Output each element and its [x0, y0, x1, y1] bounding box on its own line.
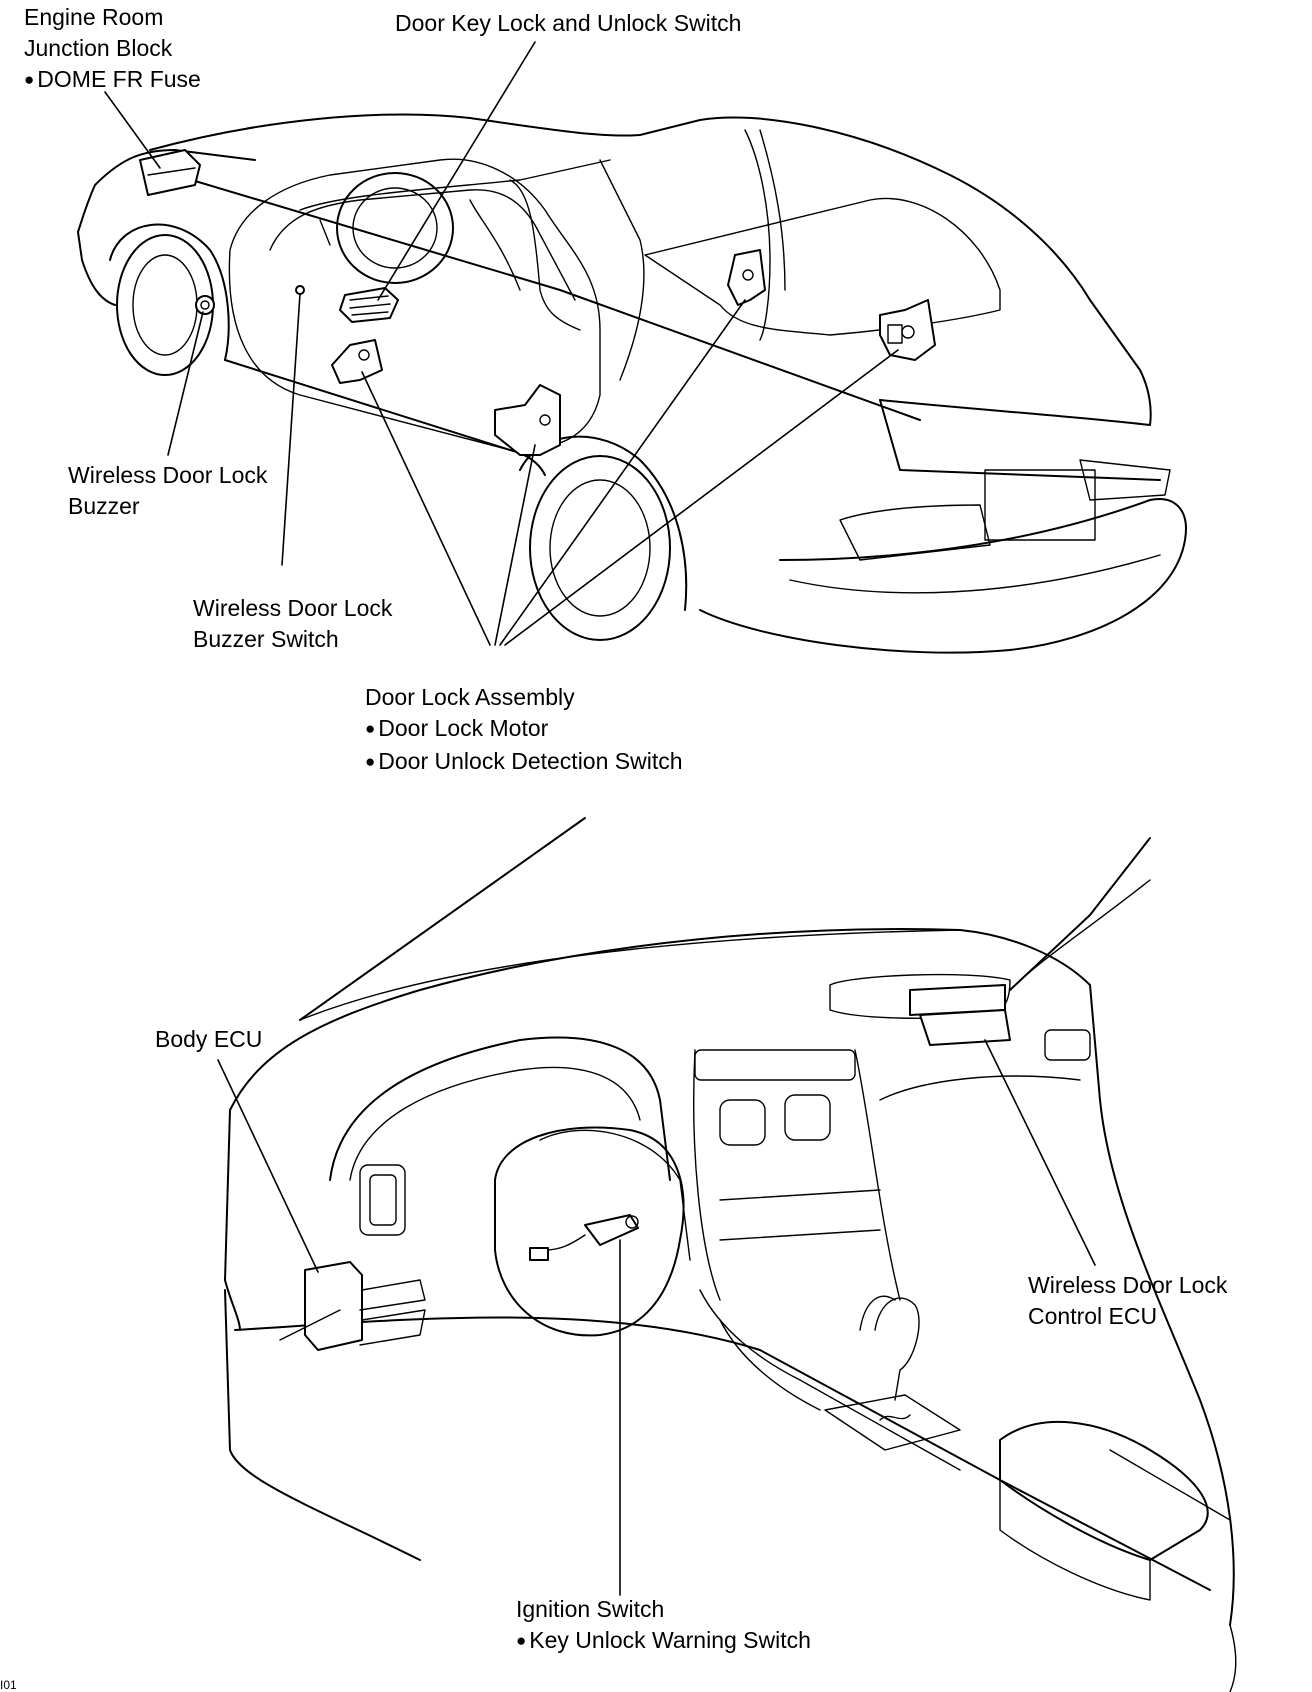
control-ecu-line2: Control ECU	[1028, 1303, 1158, 1329]
top-leader-lines	[104, 41, 899, 646]
door-lock-assembly-label: Door Lock Assembly Door Lock Motor Door …	[365, 682, 683, 779]
ignition-switch-title: Ignition Switch	[516, 1596, 665, 1622]
door-lock-motor-bullet: Door Lock Motor	[365, 713, 683, 746]
key-unlock-warning-switch-bullet: Key Unlock Warning Switch	[516, 1625, 811, 1658]
car-illustration	[77, 113, 1187, 654]
body-ecu-label: Body ECU	[155, 1026, 263, 1052]
engine-room-line1: Engine Room	[24, 4, 164, 30]
buzzer-switch-line2: Buzzer Switch	[193, 626, 339, 652]
dashboard-illustration	[224, 817, 1237, 1692]
wireless-door-lock-control-ecu-label: Wireless Door Lock Control ECU	[1028, 1270, 1227, 1332]
door-unlock-detection-switch-bullet: Door Unlock Detection Switch	[365, 746, 682, 779]
door-key-lock-switch-label: Door Key Lock and Unlock Switch	[395, 10, 742, 36]
wireless-door-lock-buzzer-switch-label: Wireless Door Lock Buzzer Switch	[193, 593, 392, 655]
dome-fr-fuse-bullet: DOME FR Fuse	[24, 64, 201, 97]
bottom-leader-lines	[217, 1039, 1096, 1596]
engine-room-line2: Junction Block	[24, 35, 173, 61]
buzzer-switch-line1: Wireless Door Lock	[193, 595, 393, 621]
control-ecu-line1: Wireless Door Lock	[1028, 1272, 1228, 1298]
door-lock-assembly-title: Door Lock Assembly	[365, 684, 575, 710]
ignition-switch-label: Ignition Switch Key Unlock Warning Switc…	[516, 1594, 811, 1658]
wireless-door-lock-buzzer-label: Wireless Door Lock Buzzer	[68, 460, 267, 522]
engine-room-junction-block-label: Engine Room Junction Block DOME FR Fuse	[24, 2, 201, 97]
figure-id: I01	[0, 1678, 17, 1692]
buzzer-line1: Wireless Door Lock	[68, 462, 268, 488]
buzzer-line2: Buzzer	[68, 493, 140, 519]
